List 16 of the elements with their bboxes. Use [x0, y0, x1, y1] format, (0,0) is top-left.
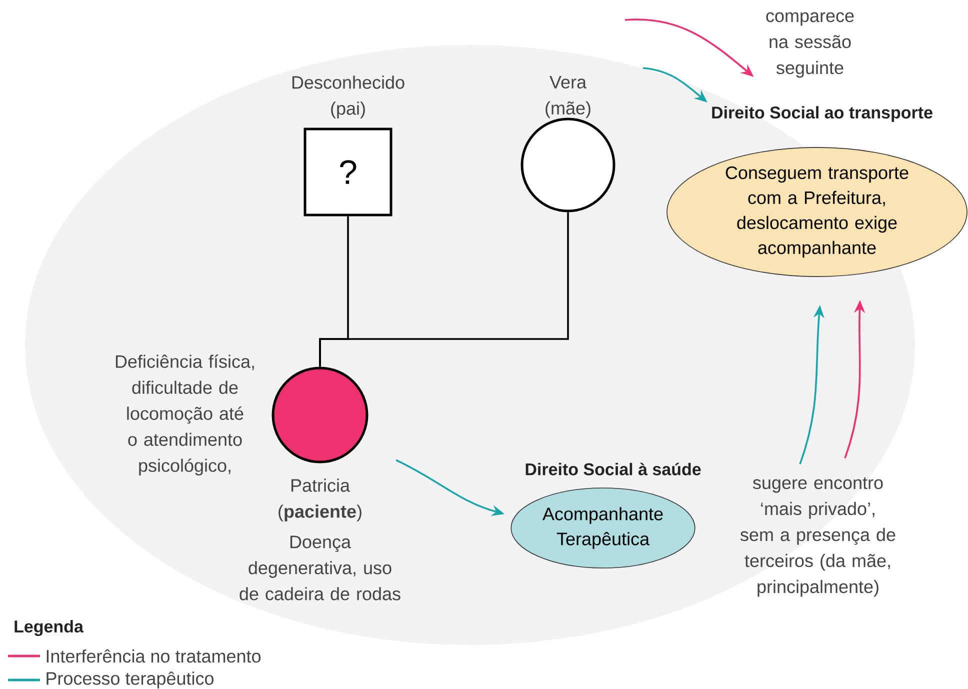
person-label: Desconhecido (pai): [292, 76, 404, 118]
legend-title: Legenda: [14, 620, 84, 636]
person-label: Vera (mãe): [546, 76, 590, 118]
ellipse-node: Acompanhante Terapêutica: [510, 488, 696, 568]
pedigree-line: [319, 212, 569, 367]
person-label: Doença degenerativa, uso de cadeira de rodas: [240, 536, 400, 600]
annotation: comparece na sessão seguinte: [766, 12, 854, 78]
person-label: Patricia (paciente): [278, 478, 362, 522]
legend-text: Processo terapêutico: [46, 672, 214, 688]
pedigree-square: ?: [304, 128, 392, 216]
annotation: sugere encontro ‘mais privado’, sem a presença de terceiros (da mãe, principalmente): [740, 477, 896, 597]
heading: Direito Social à saúde: [526, 462, 701, 476]
person-label: Deficiência física, dificultade de locomoção até o atendimento psicológico,: [116, 354, 254, 476]
heading: Direito Social ao transporte: [712, 106, 932, 122]
legend-text: Interferência no tratamento: [46, 649, 261, 663]
ellipse-node: Conseguem transporte com a Prefeitura, deslocamento exige acompanhante: [666, 147, 968, 277]
